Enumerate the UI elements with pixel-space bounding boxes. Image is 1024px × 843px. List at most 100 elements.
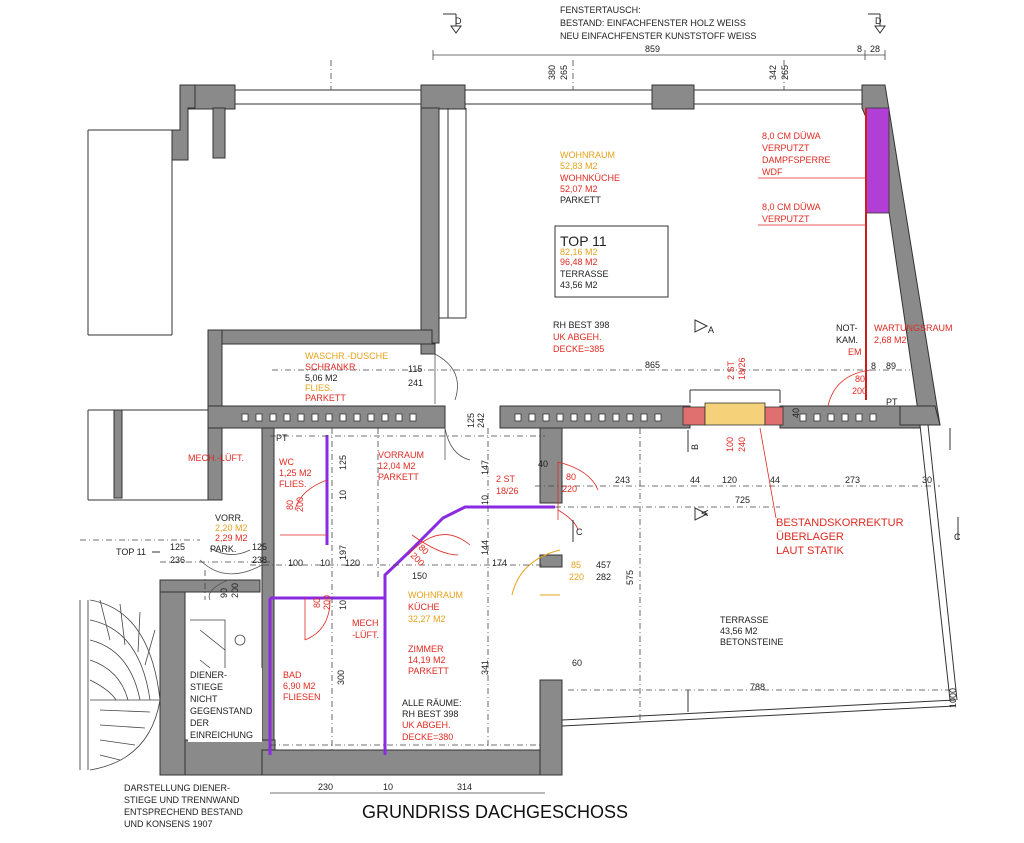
- svg-text:174: 174: [492, 558, 507, 568]
- svg-text:8: 8: [871, 361, 876, 371]
- svg-text:80: 80: [566, 472, 576, 482]
- svg-text:144: 144: [480, 540, 490, 555]
- svg-text:MECH: MECH: [352, 618, 379, 628]
- svg-text:8,0 CM DÜWA: 8,0 CM DÜWA: [762, 131, 821, 141]
- svg-text:-LÜFT.: -LÜFT.: [352, 630, 379, 640]
- svg-text:PARK.: PARK.: [210, 544, 236, 554]
- svg-text:WC: WC: [279, 457, 294, 467]
- svg-text:147: 147: [480, 460, 490, 475]
- svg-text:200: 200: [852, 386, 867, 396]
- room-vorr: VORR. 2,20 M2 2,29 M2 PARK.: [210, 513, 248, 554]
- svg-text:8: 8: [857, 44, 862, 54]
- svg-text:40: 40: [791, 408, 801, 418]
- svg-text:725: 725: [735, 495, 750, 505]
- svg-text:ZIMMER: ZIMMER: [408, 644, 444, 654]
- svg-text:10: 10: [480, 495, 490, 505]
- svg-text:10: 10: [320, 558, 330, 568]
- stair-note: DARSTELLUNG DIENER- STIEGE UND TRENNWAND…: [124, 783, 243, 829]
- neighbour-lines: [79, 600, 89, 770]
- svg-text:125: 125: [466, 413, 476, 428]
- room-bad: BAD 6,90 M2 FLIESEN: [283, 670, 321, 702]
- svg-text:TERRASSE: TERRASSE: [720, 615, 769, 625]
- svg-text:220: 220: [569, 572, 584, 582]
- bestandskorrektur-note: BESTANDSKORREKTUR ÜBERLAGER LAUT STATIK: [759, 427, 904, 557]
- svg-text:KAM.: KAM.: [836, 335, 858, 345]
- top-dimension: 859 8 28: [432, 44, 886, 60]
- svg-text:LAUT STATIK: LAUT STATIK: [776, 545, 845, 557]
- pt-label: PT: [886, 397, 898, 407]
- svg-text:PARKETT: PARKETT: [408, 666, 449, 676]
- svg-text:BAD: BAD: [283, 670, 302, 680]
- svg-text:A: A: [708, 325, 714, 335]
- top11-side-label: TOP 11: [116, 547, 146, 557]
- svg-text:32,27 M2: 32,27 M2: [408, 614, 446, 624]
- svg-text:240: 240: [737, 437, 747, 452]
- svg-text:314: 314: [457, 782, 472, 792]
- svg-text:10: 10: [383, 782, 393, 792]
- svg-text:C: C: [576, 527, 583, 537]
- svg-text:82,16 M2: 82,16 M2: [560, 247, 598, 257]
- svg-text:85: 85: [571, 560, 581, 570]
- svg-text:GEGENSTAND: GEGENSTAND: [190, 706, 253, 716]
- svg-text:ENTSPRECHEND BESTAND: ENTSPRECHEND BESTAND: [124, 807, 243, 817]
- svg-text:WARTUNGSRAUM: WARTUNGSRAUM: [874, 323, 953, 333]
- room-wc: WC 1,25 M2 FLIES.: [279, 457, 312, 489]
- svg-text:1,25 M2: 1,25 M2: [279, 468, 312, 478]
- svg-text:90: 90: [219, 588, 229, 598]
- svg-text:150: 150: [412, 571, 427, 581]
- svg-text:125: 125: [338, 455, 348, 470]
- plan-title: GRUNDRISS DACHGESCHOSS: [362, 802, 628, 822]
- center-lines: [80, 369, 950, 750]
- svg-text:241: 241: [408, 378, 423, 388]
- svg-text:D: D: [455, 16, 462, 26]
- svg-text:VORRAUM: VORRAUM: [378, 450, 424, 460]
- svg-text:KÜCHE: KÜCHE: [408, 602, 440, 612]
- svg-text:300: 300: [336, 670, 346, 685]
- section-mark-d-left: D: [443, 13, 462, 34]
- svg-text:40: 40: [538, 459, 548, 469]
- svg-text:WASCHR.-DUSCHE: WASCHR.-DUSCHE: [305, 351, 388, 361]
- svg-text:SCHRANKR.: SCHRANKR.: [305, 362, 358, 372]
- svg-text:80: 80: [312, 598, 322, 608]
- svg-text:100: 100: [725, 437, 735, 452]
- svg-text:RH BEST 398: RH BEST 398: [553, 320, 609, 330]
- svg-text:230: 230: [318, 782, 333, 792]
- svg-text:FENSTERTAUSCH:: FENSTERTAUSCH:: [560, 5, 641, 15]
- svg-text:C: C: [954, 532, 961, 542]
- svg-text:273: 273: [845, 475, 860, 485]
- svg-text:342: 342: [768, 65, 778, 80]
- svg-text:A: A: [700, 510, 710, 516]
- svg-text:120: 120: [345, 558, 360, 568]
- svg-text:265: 265: [559, 65, 569, 80]
- svg-text:52,83 M2: 52,83 M2: [560, 161, 598, 171]
- svg-text:200: 200: [322, 595, 332, 610]
- svg-text:FLIESEN: FLIESEN: [283, 692, 321, 702]
- svg-text:18/26: 18/26: [496, 486, 519, 496]
- svg-text:DARSTELLUNG DIENER-: DARSTELLUNG DIENER-: [124, 783, 230, 793]
- svg-text:DECKE=380: DECKE=380: [402, 732, 453, 742]
- svg-text:RH BEST 398: RH BEST 398: [402, 709, 458, 719]
- svg-text:WDF: WDF: [762, 167, 783, 177]
- mech-lueft-label: MECH.-LÜFT.: [188, 453, 244, 463]
- duewa-note-1: 8,0 CM DÜWA VERPUTZT DAMPFSPERRE WDF: [758, 131, 866, 179]
- duewa-note-2: 8,0 CM DÜWA VERPUTZT: [758, 202, 866, 226]
- svg-text:89: 89: [886, 361, 896, 371]
- svg-text:43,56 M2: 43,56 M2: [720, 626, 758, 636]
- svg-text:FLIES.: FLIES.: [279, 479, 307, 489]
- vertical-dims: 125 10 197 10 300 147 10 144 341 575 100…: [219, 408, 958, 708]
- svg-text:457: 457: [596, 560, 611, 570]
- svg-text:ÜBERLAGER: ÜBERLAGER: [776, 531, 844, 543]
- svg-text:242: 242: [476, 413, 486, 428]
- svg-text:236: 236: [170, 555, 185, 565]
- svg-text:220: 220: [562, 484, 577, 494]
- svg-text:200: 200: [295, 497, 305, 512]
- svg-text:1000: 1000: [948, 688, 958, 708]
- svg-text:380: 380: [547, 65, 557, 80]
- room-wartung: NOT- KAM. EM WARTUNGSRAUM 2,68 M2: [836, 323, 953, 357]
- new-walls-purple: [268, 435, 555, 755]
- svg-text:43,56 M2: 43,56 M2: [560, 280, 598, 290]
- svg-text:EM: EM: [848, 347, 862, 357]
- svg-text:PARKETT: PARKETT: [305, 393, 346, 403]
- svg-text:30: 30: [922, 475, 932, 485]
- window-note: FENSTERTAUSCH: BESTAND: EINFACHFENSTER H…: [560, 5, 756, 41]
